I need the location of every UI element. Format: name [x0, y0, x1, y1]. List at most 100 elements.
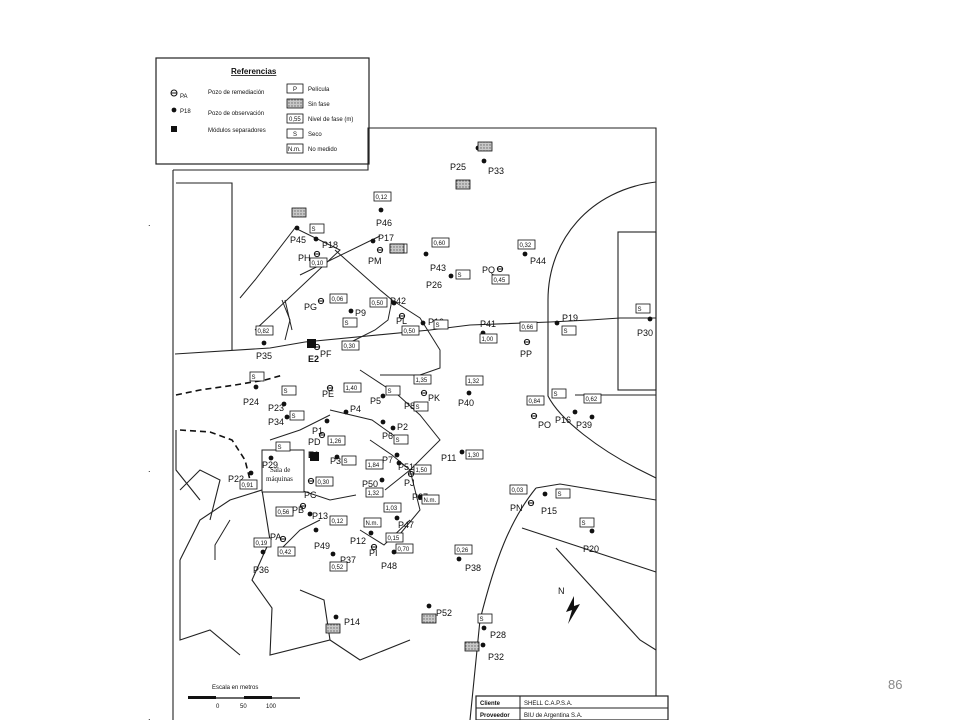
phase-level-box: [341, 340, 360, 351]
phase-level-box: [373, 191, 392, 202]
well-label: P52: [436, 608, 452, 618]
phase-level-box: [253, 537, 272, 548]
phase-level-box: [369, 297, 388, 308]
legend-box-p: P: [293, 87, 297, 93]
well-label: P25: [450, 162, 466, 172]
phase-level-box: [309, 223, 325, 234]
phase-level-box: [309, 257, 328, 268]
phase-level-box: [454, 544, 473, 555]
phase-level-value: S: [284, 389, 288, 395]
phase-level-value: 0,06: [332, 297, 344, 303]
phase-level-value: S: [480, 617, 484, 623]
well-label: P26: [426, 280, 442, 290]
well-label: P3: [330, 456, 341, 466]
observation-well-marker: [572, 409, 578, 415]
well-label: P6: [382, 431, 393, 441]
well-pi: PI0,15: [369, 532, 404, 558]
well-label: P14: [344, 617, 360, 627]
legend-box-s: S: [293, 132, 297, 138]
phase-level-box: [343, 382, 362, 393]
well-p16: P16 S: [551, 388, 578, 425]
well-label: P16: [555, 415, 571, 425]
legend-text-nivel: Nivel de fase (m): [308, 117, 353, 123]
phase-level-box: [509, 484, 528, 495]
well-label: P20: [583, 544, 599, 554]
phase-level-value: S: [558, 492, 562, 498]
well-label: P51: [398, 462, 414, 472]
scale-tick-50: 50: [240, 704, 247, 710]
observation-well-marker: [481, 158, 487, 164]
phase-level-box: [491, 274, 510, 285]
phase-level-value: 1,26: [330, 439, 342, 445]
observation-well-marker: [522, 251, 528, 257]
well-label: P48: [381, 561, 397, 571]
well-pk: PK1,35: [413, 374, 440, 403]
observation-well-marker: [343, 409, 349, 415]
observation-well-marker: [268, 455, 274, 461]
observation-well-marker: [647, 316, 653, 322]
observation-well-marker: [390, 425, 396, 431]
well-label: PQ: [482, 265, 495, 275]
well-p49: P49: [313, 527, 330, 551]
well-label: P28: [490, 630, 506, 640]
legend: Referencias PA Pozo de remediación P18 P…: [155, 57, 370, 165]
north-arrow: N: [558, 586, 580, 624]
well-label: PP: [520, 349, 532, 359]
phase-level-box: [401, 325, 420, 336]
phase-level-value: 0,30: [344, 344, 356, 350]
phase-level-value: S: [554, 392, 558, 398]
phase-level-value: 0,30: [318, 480, 330, 486]
phase-level-box: [465, 375, 484, 386]
well-label: P27: [412, 492, 428, 502]
well-p45: P45: [290, 207, 307, 245]
scale-tick-100: 100: [266, 704, 277, 710]
phase-level-box: [289, 410, 305, 421]
well-label: P19: [562, 313, 578, 323]
scale-title: Escala en metros: [212, 685, 258, 691]
well-label: P39: [576, 420, 592, 430]
phase-level-box: [455, 269, 471, 280]
separator-e2: [307, 339, 316, 348]
scale-bar: Escala en metros 0 50 100: [188, 685, 300, 710]
phase-level-box: [526, 395, 545, 406]
well-pq: PQ0,45: [482, 265, 510, 285]
well-pg: PG0,06: [304, 293, 348, 312]
observation-well-marker: [313, 527, 319, 533]
well-label: PK: [428, 393, 440, 403]
observation-well-marker: [379, 477, 385, 483]
dashed-boundary: [175, 374, 284, 396]
observation-well-marker: [380, 419, 386, 425]
observation-well-marker: [370, 238, 376, 244]
phase-level-value: S: [638, 307, 642, 313]
legend-symbol-pa: PA: [180, 94, 188, 100]
phase-level-value: 0,19: [256, 541, 268, 547]
well-pc: PC0,30: [304, 476, 334, 500]
phase-level-value: 1,00: [482, 337, 494, 343]
well-label: P4: [350, 404, 361, 414]
observation-well-marker: [459, 449, 465, 455]
observation-well-marker: [253, 384, 259, 390]
phase-level-box: [393, 434, 409, 445]
well-pl: PL0,50: [396, 312, 420, 336]
phase-level-value: 0,10: [312, 261, 324, 267]
well-p25: P25: [450, 145, 481, 190]
phase-level-box: [277, 546, 296, 557]
well-pa: PA0,42: [270, 532, 296, 557]
well-p52: P52: [421, 603, 452, 624]
phase-level-box: [363, 517, 382, 528]
well-p5: P5S: [370, 385, 401, 406]
well-label: P13: [312, 511, 328, 521]
well-pp: PP0,66: [519, 321, 538, 359]
margin-mark-2: .: [148, 464, 151, 474]
phase-level-box: [413, 374, 432, 385]
